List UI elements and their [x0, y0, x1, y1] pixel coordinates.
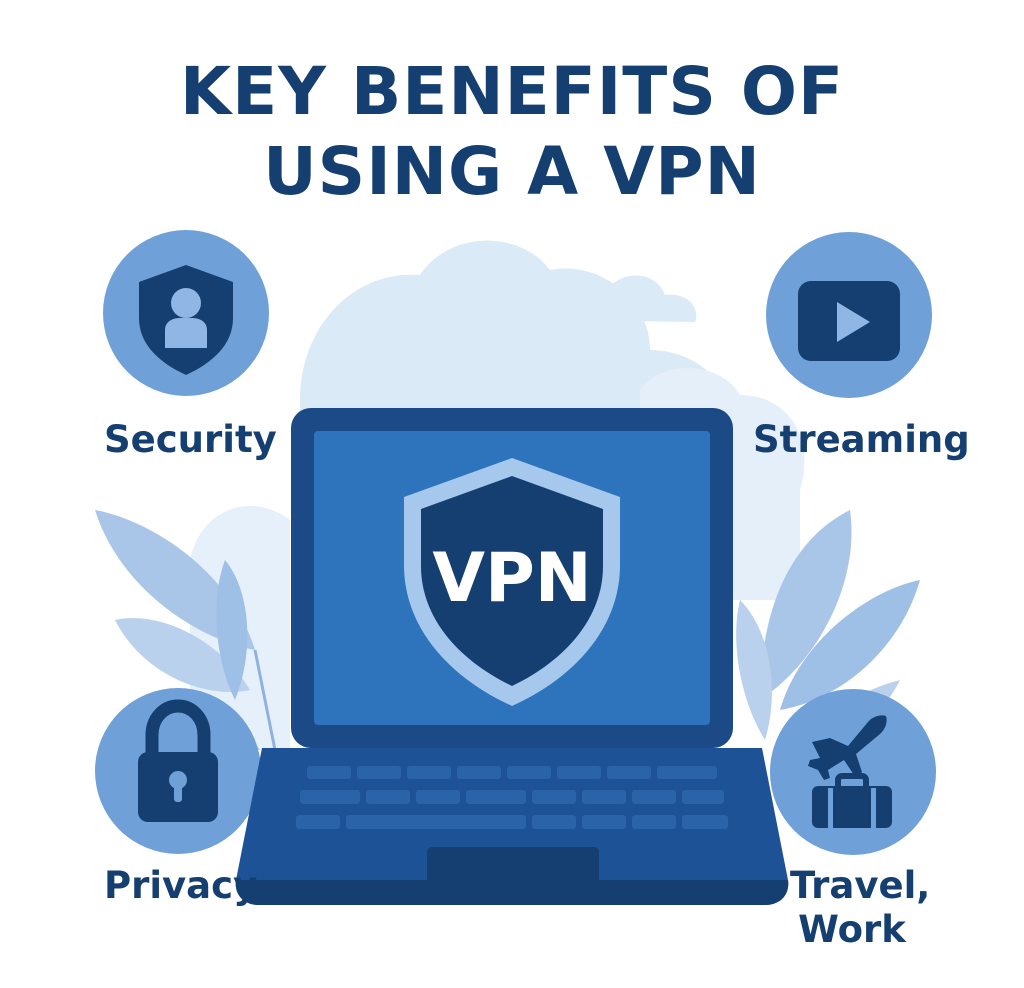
page-title: KEY BENEFITS OF USING A VPN: [0, 52, 1024, 212]
label-privacy: Privacy: [104, 864, 258, 907]
label-streaming: Streaming: [753, 418, 970, 461]
travel-icon-circle: [770, 689, 936, 855]
keyboard: [296, 766, 728, 829]
title-line-2: USING A VPN: [263, 133, 761, 210]
label-security: Security: [104, 418, 277, 461]
shield-vpn-text: VPN: [432, 539, 591, 618]
streaming-icon-circle: [766, 232, 932, 398]
security-icon-circle: [103, 230, 269, 396]
label-travel: Travel,: [790, 864, 931, 907]
privacy-icon-circle: [95, 688, 261, 854]
trackpad: [427, 847, 599, 884]
shield-icon: VPN: [404, 458, 620, 706]
play-icon: [798, 281, 900, 361]
airplane-suitcase-icon: [808, 715, 892, 828]
padlock-icon: [138, 699, 218, 822]
title-line-1: KEY BENEFITS OF: [179, 53, 845, 130]
label-work: Work: [798, 908, 906, 951]
shield-user-icon: [139, 265, 233, 375]
label-travel-work: Travel, Work: [790, 864, 931, 952]
laptop-icon: VPN: [235, 408, 789, 905]
